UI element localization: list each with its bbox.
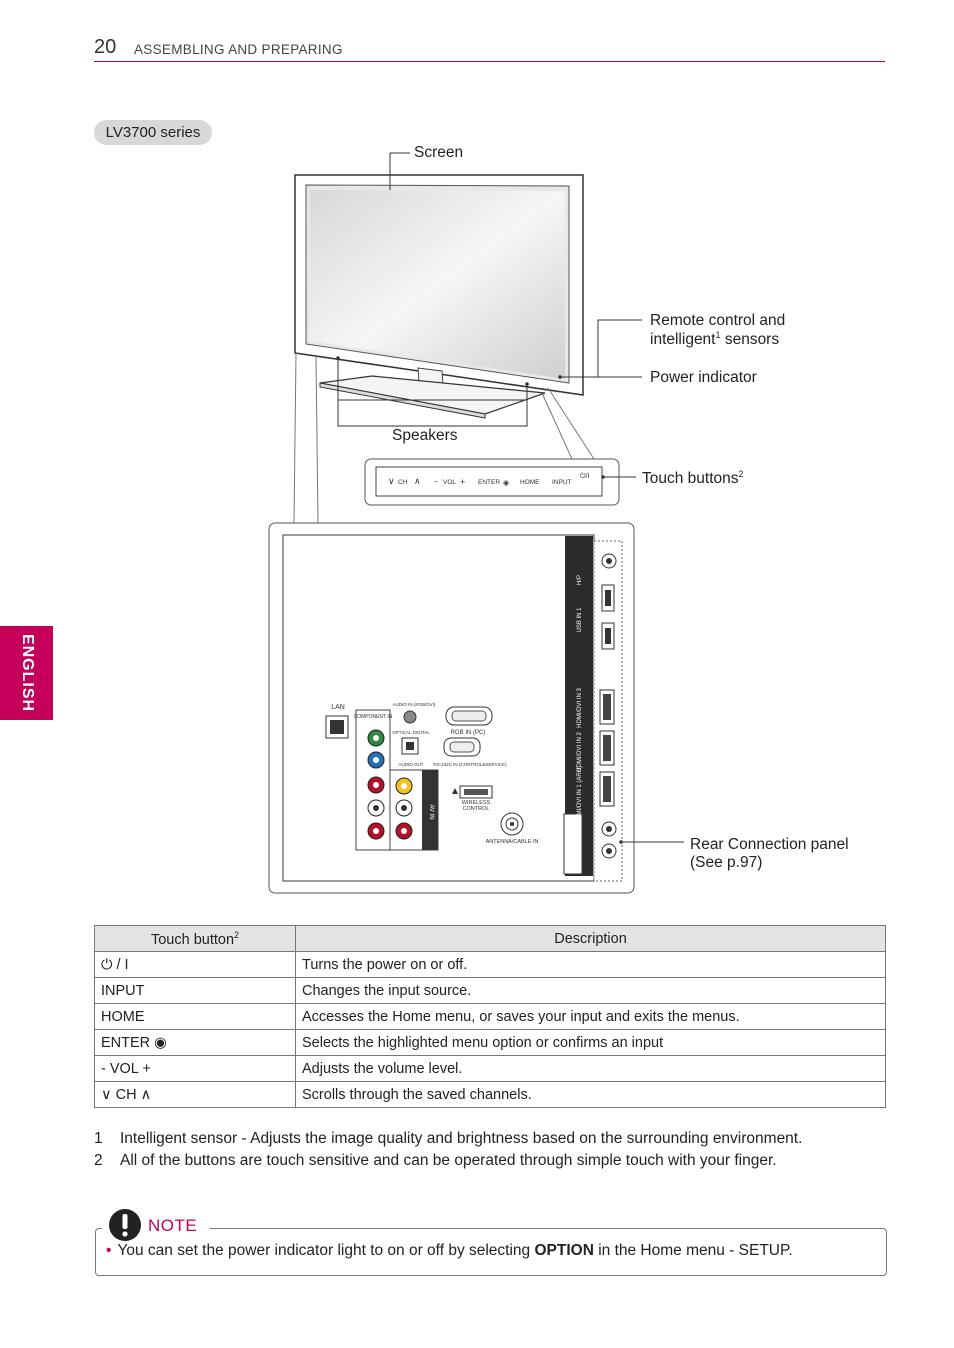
footnote-ref-1: 1: [715, 330, 721, 340]
note-box: [95, 1228, 887, 1276]
section-title: ASSEMBLING AND PREPARING: [134, 42, 343, 57]
strip-input: INPUT: [552, 479, 572, 486]
tv-front: [294, 174, 584, 419]
touch-buttons-label: Touch buttons2: [642, 469, 744, 488]
note-title: NOTE: [148, 1216, 198, 1235]
strip-vol: VOL: [443, 479, 456, 486]
button-cell: INPUT: [94, 977, 296, 1004]
remote-sensor-label-2b: sensors: [720, 331, 780, 349]
button-cell: - VOL +: [94, 1055, 296, 1082]
remote-sensor-label-2: intelligent1 sensors: [650, 330, 779, 349]
description-cell: Accesses the Home menu, or saves your in…: [295, 1003, 886, 1030]
wireless-label-2: CONTROL: [463, 806, 490, 812]
rear-panel-label-2: (See p.97): [690, 854, 763, 871]
av-in-label: AV IN: [428, 804, 434, 819]
usb-in-1-label: USB IN 1: [577, 607, 583, 633]
strip-power: ⏻/I: [580, 472, 589, 480]
strip-home: HOME: [520, 479, 540, 486]
table-header-description: Description: [295, 925, 886, 952]
description-cell: Adjusts the volume level.: [295, 1055, 886, 1082]
hdmi-3-label: HDMI/DVI IN 3: [577, 688, 583, 728]
description-cell: Changes the input source.: [295, 977, 886, 1004]
strip-ch: CH: [398, 479, 408, 486]
audio-in-rgb-label: AUDIO IN (RGB/DVI): [393, 702, 436, 707]
remote-sensor-label-1: Remote control and: [650, 312, 786, 329]
rear-connectors: [325, 536, 617, 876]
ch-up-icon: ∧: [414, 476, 421, 486]
ch-down-icon: ∨: [388, 476, 395, 486]
tv-diagram: LAN COMPONENT IN AUDIO IN (RGB/DVI) OPTI…: [268, 152, 684, 894]
note-text: •You can set the power indicator light t…: [106, 1242, 793, 1259]
enter-icon: ◉: [503, 480, 509, 487]
remote-sensor-label-2a: intelligent: [650, 331, 716, 349]
power-indicator-label: Power indicator: [650, 369, 757, 386]
series-badge: LV3700 series: [94, 120, 212, 145]
lan-label: LAN: [331, 704, 345, 711]
hdmi-2-label: HDMI/DVI IN 2: [577, 732, 583, 772]
wireless-label-1: WIRELESS: [462, 800, 491, 806]
rgb-in-label: RGB IN (PC): [451, 730, 486, 736]
description-cell: Selects the highlighted menu option or c…: [295, 1029, 886, 1056]
antenna-label: ANTENNA/CABLE IN: [486, 839, 539, 845]
footnote-ref-2: 2: [738, 469, 744, 479]
description-cell: Scrolls through the saved channels.: [295, 1081, 886, 1108]
screen-label: Screen: [414, 144, 464, 161]
touch-buttons-text: Touch buttons: [642, 470, 739, 488]
note-exclamation-icon: [109, 1209, 141, 1241]
audio-out-label: AUDIO OUT: [398, 762, 423, 767]
speakers-label: Speakers: [392, 427, 458, 444]
strip-enter: ENTER: [478, 479, 500, 486]
button-cell: ENTER ◉: [94, 1029, 296, 1056]
button-cell: ⏻ / I: [94, 951, 296, 978]
page-number: 20: [94, 36, 117, 58]
hp-label: H/P: [577, 575, 583, 585]
language-tab: ENGLISH: [0, 626, 53, 720]
header-rule: [94, 61, 885, 62]
button-cell: HOME: [94, 1003, 296, 1030]
table-row: ENTER ◉Selects the highlighted menu opti…: [94, 1029, 886, 1056]
vol-minus-icon: −: [434, 479, 438, 486]
rear-panel-label-1: Rear Connection panel: [690, 836, 849, 853]
table-row: ∨ CH ∧Scrolls through the saved channels…: [94, 1081, 886, 1108]
table-header-button: Touch button2: [94, 925, 296, 952]
component-in-label: COMPONENT IN: [354, 714, 393, 720]
table-header-row: Touch button2 Description: [94, 925, 886, 952]
rs232-label: RS-232C IN (CONTROL&SERVICE): [433, 762, 507, 767]
vol-plus-icon: +: [460, 477, 465, 487]
description-cell: Turns the power on or off.: [295, 951, 886, 978]
optical-label: OPTICAL DIGITAL: [392, 730, 430, 735]
hdmi-1-label: HDMI/DVI IN 1 (ARC): [577, 766, 583, 824]
button-cell: ∨ CH ∧: [94, 1081, 296, 1108]
table-row: - VOL +Adjusts the volume level.: [94, 1055, 886, 1082]
